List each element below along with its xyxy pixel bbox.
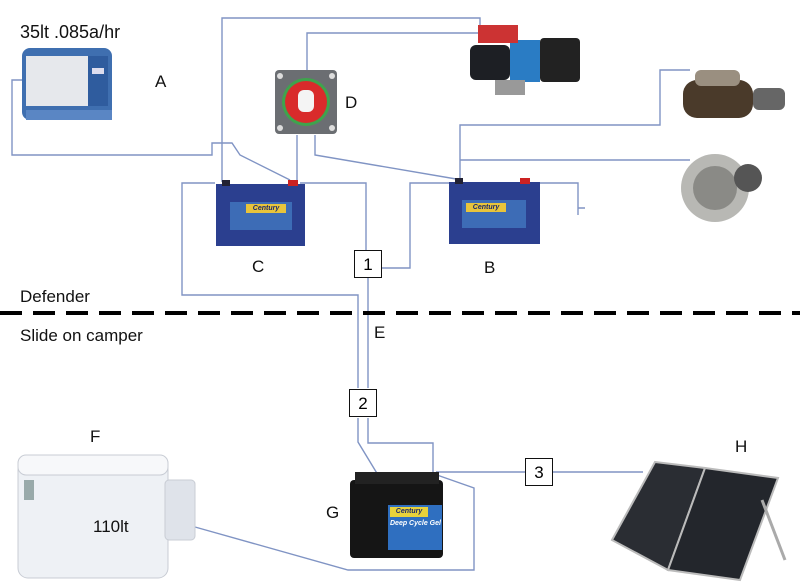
wire-c-to-junction-1 [300, 182, 367, 250]
battery-c-icon [216, 180, 305, 246]
label-defender: Defender [20, 287, 90, 306]
label-e: E [374, 323, 386, 342]
battery-b-icon [449, 178, 540, 244]
battery-g-brand: Century [395, 508, 423, 515]
wire-junction-2-to-g-neg [357, 418, 379, 476]
label-c: C [252, 257, 265, 276]
junction-3: 3 [525, 458, 553, 486]
battery-c-brand: Century [252, 205, 280, 212]
solar-panel-h-icon [610, 460, 787, 582]
label-g: G [326, 503, 340, 522]
wire-junction-1-to-b [382, 182, 455, 269]
wire-c-to-winch [221, 17, 481, 182]
junction-2: 2 [349, 389, 377, 417]
wire-b-to-starter [459, 69, 690, 180]
junction-1: 1 [354, 250, 382, 278]
wire-b-to-ground [530, 182, 585, 215]
fridge-a-spec: 35lt .085a/hr [20, 22, 121, 42]
starter-motor-icon [683, 70, 785, 118]
fridge-f-icon [17, 454, 196, 579]
battery-g-icon [350, 472, 443, 558]
fridge-f-capacity: 110lt [93, 517, 129, 536]
battery-switch-d-icon [275, 70, 337, 134]
battery-b-brand: Century [472, 204, 500, 211]
wire-g-to-fridge-f [194, 474, 475, 571]
wires [11, 17, 690, 571]
label-f: F [90, 427, 101, 446]
label-b: B [484, 258, 496, 277]
label-a: A [155, 72, 167, 91]
battery-g-model: Deep Cycle Gel [390, 520, 441, 527]
winch-icon [470, 25, 580, 95]
wire-d-to-winch [306, 32, 496, 72]
fridge-a-icon [22, 48, 112, 120]
label-h: H [735, 437, 748, 456]
wire-d-to-b [314, 135, 463, 181]
wire-fridge-a [11, 79, 291, 181]
wire-junction-2-to-g-pos [367, 418, 434, 473]
label-slide-on-camper: Slide on camper [20, 326, 143, 345]
alternator-icon [681, 154, 762, 222]
label-d: D [345, 93, 358, 112]
wire-c-loop-to-junction-2 [181, 182, 359, 388]
